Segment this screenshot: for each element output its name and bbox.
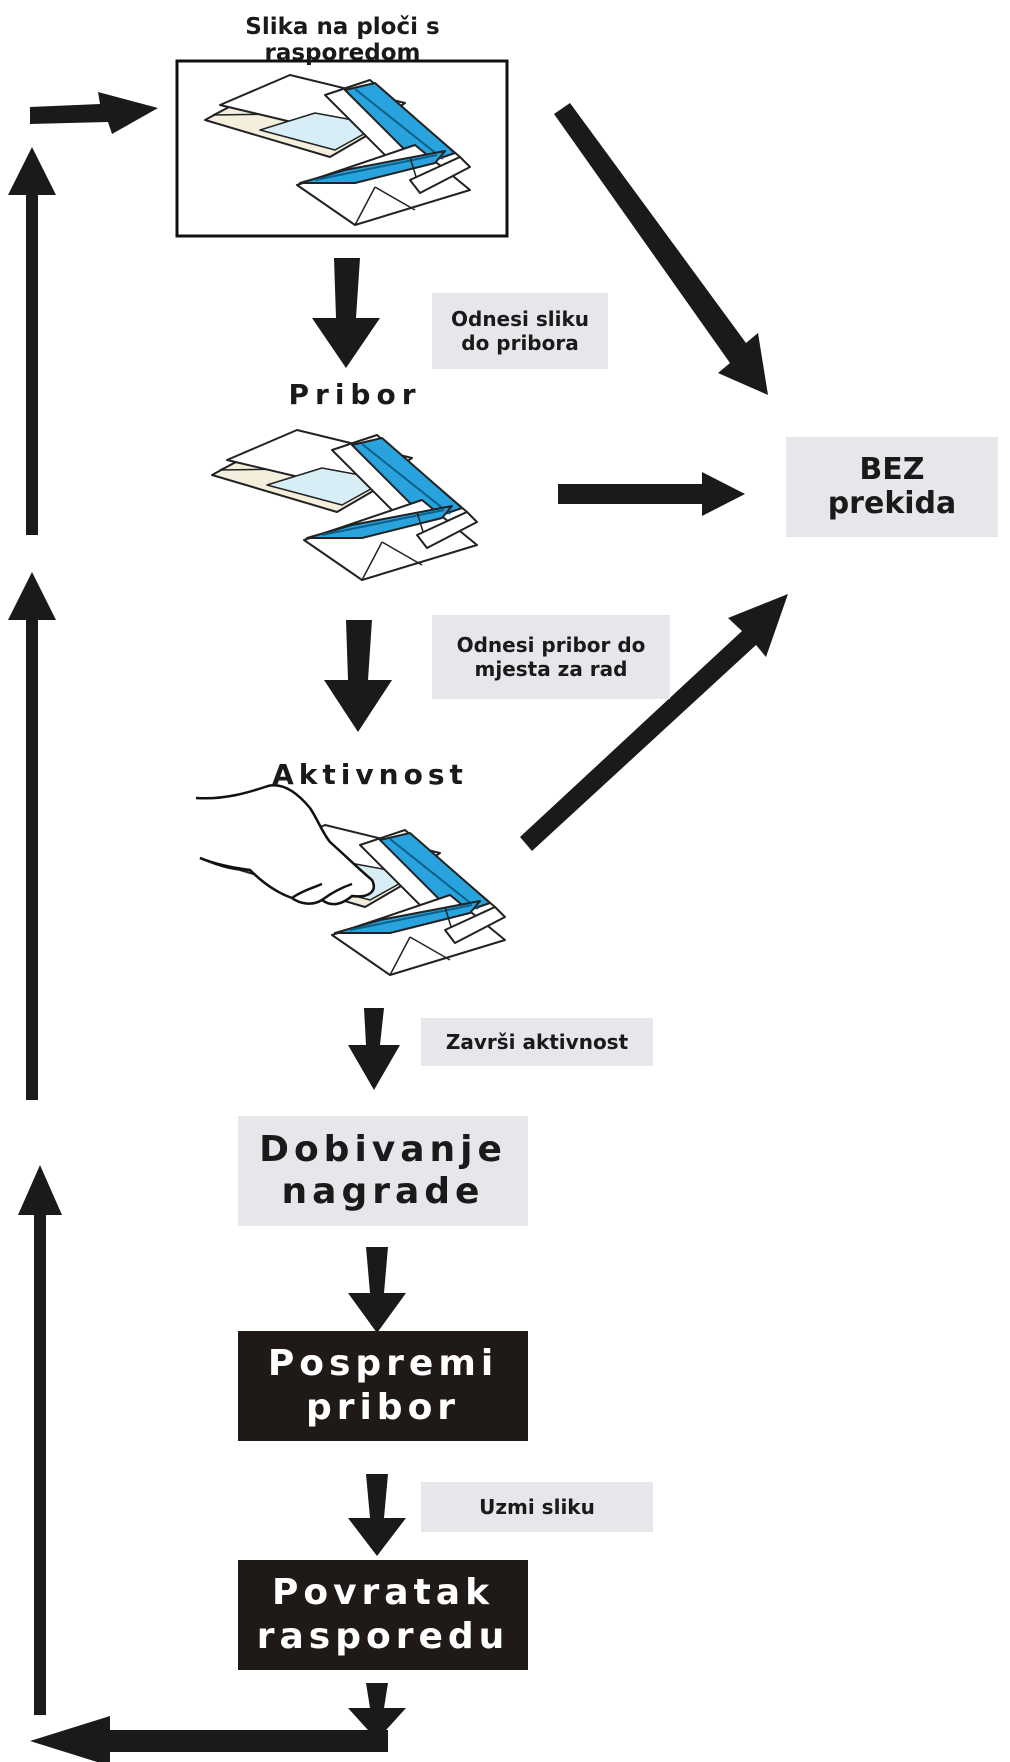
finish-activity-label: Završi aktivnost [421, 1018, 653, 1066]
flow-arrows [8, 92, 788, 1762]
folder-materials-icon [211, 429, 478, 581]
page-title: Slika na ploči s rasporedom [245, 14, 440, 66]
hand-icon [195, 784, 375, 906]
return-schedule-box: Povratak rasporedu [238, 1560, 528, 1670]
reward-box: Dobivanje nagrade [238, 1116, 528, 1226]
activity-heading: Aktivnost [272, 758, 468, 791]
take-picture-label: Uzmi sliku [421, 1482, 653, 1532]
put-away-box: Pospremi pribor [238, 1331, 528, 1441]
carry-picture-label: Odnesi sliku do pribora [432, 293, 608, 369]
carry-materials-label: Odnesi pribor do mjesta za rad [432, 615, 670, 699]
materials-heading: Pribor [288, 378, 422, 411]
no-interruption-box: BEZ prekida [786, 437, 998, 537]
